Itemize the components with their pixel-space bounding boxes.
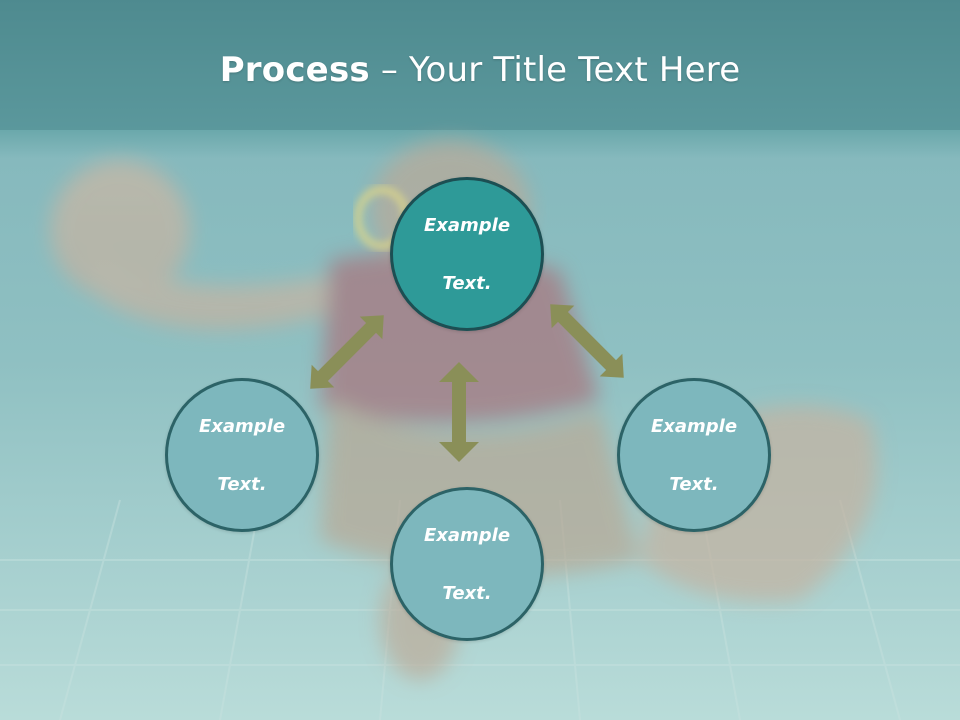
double-arrow-icon [310,315,384,389]
node-text-line1: Example [198,415,286,437]
node-text-line2: Text. [442,272,492,294]
node-text-line2: Text. [442,582,492,604]
node-text-line1: Example [423,214,511,236]
double-arrow-icon [439,362,479,462]
node-text-line1: Example [650,415,738,437]
title-bold: Process [219,50,370,90]
double-arrow-icon [550,304,624,378]
node-text-line1: Example [423,524,511,546]
node-text-line2: Text. [669,473,719,495]
slide-title: Process – Your Title Text Here [0,50,960,90]
node-text-line2: Text. [217,473,267,495]
title-rest: – Your Title Text Here [369,50,741,90]
